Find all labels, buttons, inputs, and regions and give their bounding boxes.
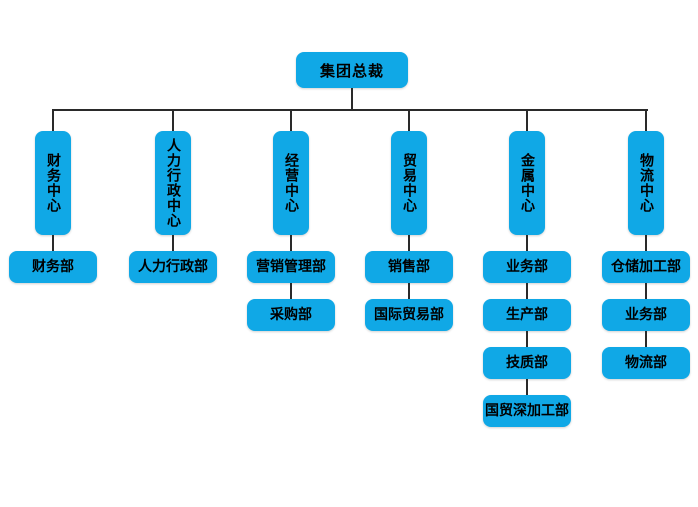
connector <box>52 109 54 131</box>
org-node-operations-center: 经营中心 <box>273 131 309 235</box>
connector-bus <box>52 109 648 111</box>
connector <box>526 235 528 251</box>
org-node-finance-dept: 财务部 <box>9 251 97 283</box>
org-node-tech-quality-dept: 技质部 <box>483 347 571 379</box>
connector <box>526 379 528 395</box>
connector <box>526 109 528 131</box>
connector <box>645 283 647 299</box>
connector <box>290 109 292 131</box>
org-node-trade-center: 贸易中心 <box>391 131 427 235</box>
connector <box>645 235 647 251</box>
org-node-hr-admin-dept: 人力行政部 <box>129 251 217 283</box>
connector <box>172 109 174 131</box>
org-node-business-dept-metal: 业务部 <box>483 251 571 283</box>
org-node-business-dept-logistics: 业务部 <box>602 299 690 331</box>
connector <box>408 283 410 299</box>
connector <box>290 283 292 299</box>
org-node-intl-trade-dept: 国际贸易部 <box>365 299 453 331</box>
org-node-purchasing-dept: 采购部 <box>247 299 335 331</box>
org-node-production-dept: 生产部 <box>483 299 571 331</box>
connector <box>645 109 647 131</box>
connector <box>526 283 528 299</box>
connector <box>408 109 410 131</box>
connector <box>645 331 647 347</box>
org-node-metal-center: 金属中心 <box>509 131 545 235</box>
org-node-finance-center: 财务中心 <box>35 131 71 235</box>
connector <box>290 235 292 251</box>
org-node-hr-admin-center: 人力行政中心 <box>155 131 191 235</box>
org-node-marketing-mgmt-dept: 营销管理部 <box>247 251 335 283</box>
connector <box>526 331 528 347</box>
connector <box>172 235 174 251</box>
connector <box>408 235 410 251</box>
org-node-logistics-dept: 物流部 <box>602 347 690 379</box>
org-node-intl-trade-deep-processing-dept: 国贸深加工部 <box>483 395 571 427</box>
org-node-warehouse-processing-dept: 仓储加工部 <box>602 251 690 283</box>
org-node-logistics-center: 物流中心 <box>628 131 664 235</box>
org-node-sales-dept: 销售部 <box>365 251 453 283</box>
connector <box>52 235 54 251</box>
org-node-group-president: 集团总裁 <box>296 52 408 88</box>
connector-root-drop <box>351 88 353 109</box>
